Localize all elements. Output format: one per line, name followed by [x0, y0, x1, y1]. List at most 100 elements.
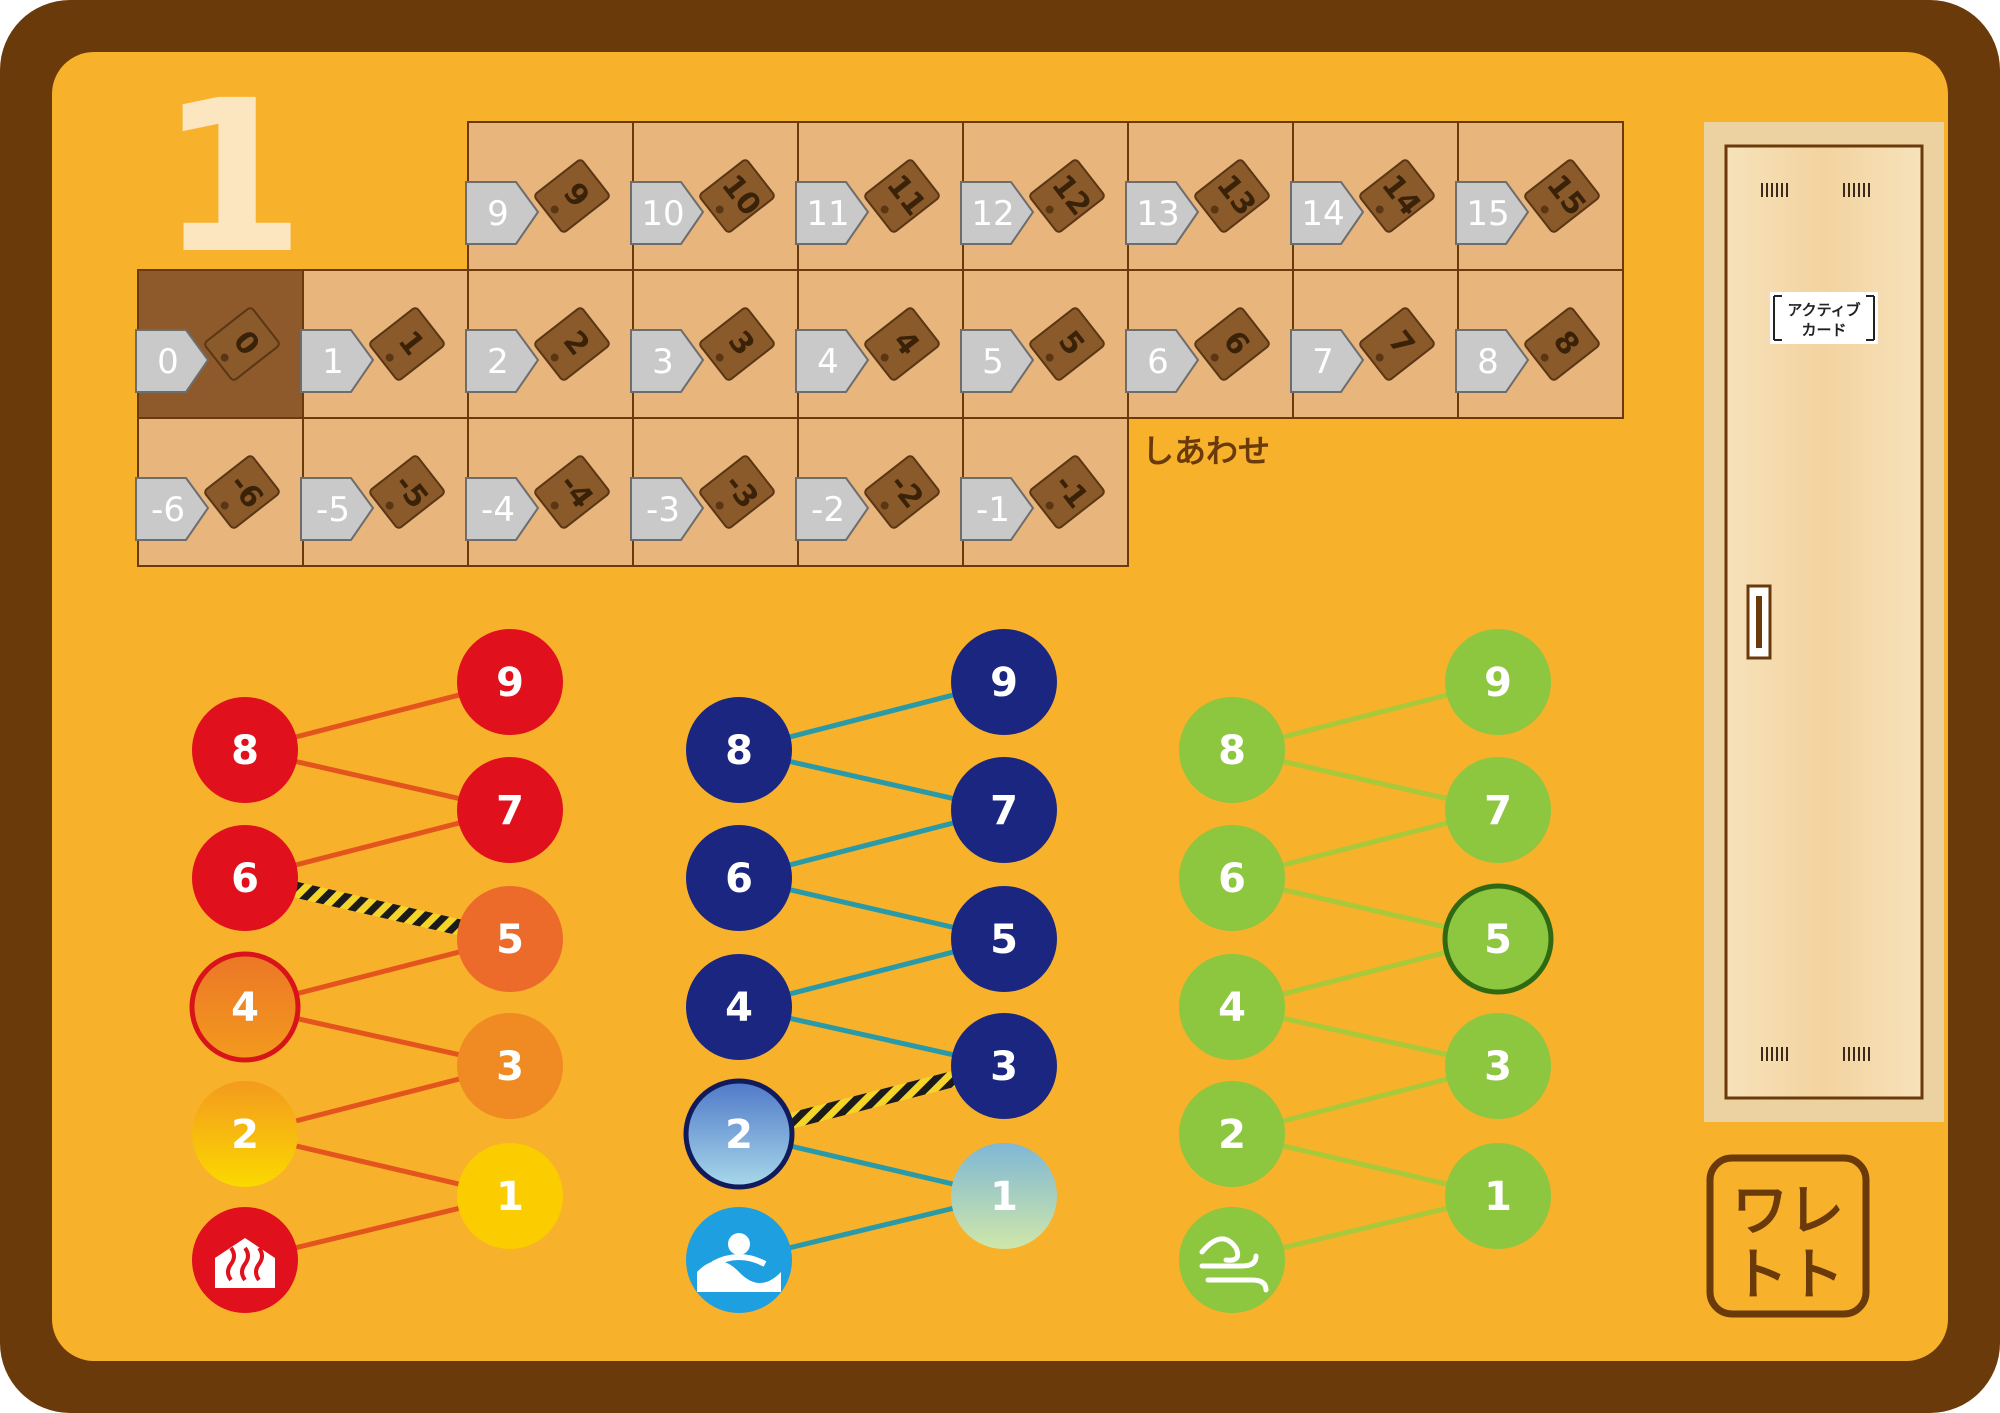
value-marker: 3	[630, 329, 705, 393]
track-wind-space-7[interactable]: 7	[1445, 757, 1551, 863]
track-onsen-space-2[interactable]: 2	[192, 1081, 298, 1187]
happiness-cell-0[interactable]: 00	[135, 269, 304, 419]
tag-tile: -1	[1029, 455, 1105, 529]
value-marker: 9	[465, 181, 540, 245]
happiness-cell-6[interactable]: 66	[1125, 269, 1294, 419]
track-onsen-space-7[interactable]: 7	[457, 757, 563, 863]
happiness-cell-4[interactable]: 44	[795, 269, 964, 419]
happiness-cell-2[interactable]: 22	[465, 269, 634, 419]
value-marker: 4	[795, 329, 870, 393]
track-onsen-space-9[interactable]: 9	[457, 629, 563, 735]
marker-label: -3	[646, 490, 680, 530]
value-marker: -4	[465, 477, 540, 541]
track-wave-space-3[interactable]: 3	[951, 1013, 1057, 1119]
tag-tile: -6	[204, 455, 280, 529]
space-label: 2	[725, 1112, 753, 1158]
marker-label: 0	[157, 342, 179, 382]
happiness-cell--6[interactable]: -6-6	[135, 417, 304, 567]
tag-tile: 4	[864, 307, 940, 381]
track-wave-space-4[interactable]: 4	[686, 954, 792, 1060]
space-label: 7	[496, 788, 524, 834]
happiness-cell--4[interactable]: -4-4	[465, 417, 634, 567]
space-label: 3	[496, 1044, 524, 1090]
track-wind-space-3[interactable]: 3	[1445, 1013, 1551, 1119]
track-wind: 9 7 5 3 1 8 6 4 2	[1179, 629, 1554, 1313]
space-label: 6	[231, 856, 259, 902]
space-label: 7	[990, 788, 1018, 834]
player-number: 1	[159, 55, 305, 300]
tag-tile: 5	[1029, 307, 1105, 381]
track-wind-space-9[interactable]: 9	[1445, 629, 1551, 735]
locker-vent-bottom	[1761, 1047, 1870, 1061]
track-onsen-space-5[interactable]: 5	[457, 886, 563, 992]
track-wind-space-8[interactable]: 8	[1179, 697, 1285, 803]
track-wind-space-6[interactable]: 6	[1179, 825, 1285, 931]
space-label: 5	[496, 917, 524, 963]
active-card-locker[interactable]: アクティブ カード	[1704, 122, 1944, 1122]
space-label: 7	[1484, 788, 1512, 834]
marker-label: 11	[806, 194, 849, 234]
track-onsen-space-8[interactable]: 8	[192, 697, 298, 803]
wave-bath-icon	[686, 1207, 792, 1313]
track-onsen-space-6[interactable]: 6	[192, 825, 298, 931]
space-label: 4	[1218, 985, 1246, 1031]
track-wave-space-2[interactable]: 2	[683, 1078, 795, 1190]
value-marker: -3	[630, 477, 705, 541]
happiness-cell-9[interactable]: 99	[465, 121, 634, 271]
marker-label: -2	[811, 490, 845, 530]
space-label: 2	[231, 1112, 259, 1158]
marker-label: 3	[652, 342, 674, 382]
marker-label: 10	[641, 194, 684, 234]
track-wave-space-8[interactable]: 8	[686, 697, 792, 803]
happiness-cell-5[interactable]: 55	[960, 269, 1129, 419]
track-onsen-space-1[interactable]: 1	[457, 1143, 563, 1249]
track-wave: 9 7 5 3 1 8 6 4 2	[683, 629, 1057, 1313]
marker-label: 5	[982, 342, 1004, 382]
track-wind-space-2[interactable]: 2	[1179, 1081, 1285, 1187]
track-onsen-space-3[interactable]: 3	[457, 1013, 563, 1119]
happiness-cell--2[interactable]: -2-2	[795, 417, 964, 567]
track-wave-space-6[interactable]: 6	[686, 825, 792, 931]
happiness-cell--1[interactable]: -1 -1	[960, 417, 1129, 567]
space-label: 5	[1484, 917, 1512, 963]
happiness-cell--5[interactable]: -5-5	[300, 417, 469, 567]
space-label: 4	[231, 985, 259, 1031]
space-label: 1	[496, 1174, 524, 1220]
marker-label: 4	[817, 342, 839, 382]
happiness-cell-7[interactable]: 77	[1290, 269, 1459, 419]
space-label: 3	[990, 1044, 1018, 1090]
happiness-cell-1[interactable]: 11	[300, 269, 469, 419]
tag-tile: 2	[534, 307, 610, 381]
space-label: 8	[231, 728, 259, 774]
value-marker: 13	[1125, 181, 1200, 245]
logo-top: ワレ	[1732, 1179, 1844, 1244]
value-marker: -5	[300, 477, 375, 541]
track-wave-space-9[interactable]: 9	[951, 629, 1057, 735]
value-marker: 10	[630, 181, 705, 245]
locker-handle[interactable]	[1746, 584, 1772, 660]
track-wind-space-1[interactable]: 1	[1445, 1143, 1551, 1249]
track-wave-space-7[interactable]: 7	[951, 757, 1057, 863]
marker-label: -1	[976, 490, 1010, 530]
track-wave-space-1[interactable]: 1	[951, 1143, 1057, 1249]
value-marker: 8	[1455, 329, 1530, 393]
happiness-cell--3[interactable]: -3-3	[630, 417, 799, 567]
happiness-cell-3[interactable]: 33	[630, 269, 799, 419]
marker-label: 15	[1466, 194, 1509, 234]
track-wave-space-5[interactable]: 5	[951, 886, 1057, 992]
track-onsen: 9 7 5 3 1 8 6 4 2	[189, 629, 563, 1313]
tag-tile: 7	[1359, 307, 1435, 381]
track-wind-space-4[interactable]: 4	[1179, 954, 1285, 1060]
track-onsen-space-4[interactable]: 4	[189, 951, 301, 1063]
track-wind-space-5[interactable]: 5	[1442, 883, 1554, 995]
space-label: 9	[990, 660, 1018, 706]
happiness-cell-8[interactable]: 88	[1455, 269, 1624, 419]
